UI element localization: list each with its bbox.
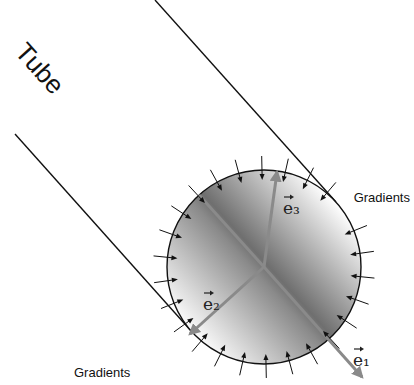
- gradient-arrowhead: [286, 351, 291, 357]
- gradient-arrowhead: [337, 315, 343, 320]
- axis-label: e₃: [283, 200, 300, 217]
- gradient-arrow: [174, 320, 191, 332]
- axis-label: e₁: [353, 352, 370, 369]
- gradient-arrowhead: [320, 195, 326, 201]
- gradient-arrowhead: [306, 343, 311, 349]
- axis-e1: [264, 267, 362, 377]
- gradient-arrow: [347, 225, 366, 233]
- axis-line: [199, 195, 264, 267]
- gradient-arrow: [235, 160, 240, 180]
- gradient-arrow: [322, 182, 336, 198]
- axis-e3: [264, 172, 277, 267]
- vector-arrowhead: [360, 347, 364, 352]
- gradient-arrow: [161, 301, 180, 309]
- vector-arrowhead: [290, 195, 294, 200]
- gradient-arrowhead: [177, 299, 183, 304]
- gradient-arrowhead: [323, 331, 329, 337]
- gradient-arrowhead: [171, 255, 177, 260]
- gradient-arrow: [214, 348, 223, 367]
- gradient-arrow: [154, 256, 175, 258]
- gradient-arrow: [287, 354, 292, 374]
- gradient-arrowhead: [350, 251, 356, 256]
- gradient-arrow: [240, 355, 245, 375]
- gradient-arrow: [171, 206, 189, 218]
- gradient-arrowhead: [345, 230, 351, 235]
- gradient-arrow: [284, 159, 289, 179]
- gradient-arrowhead: [346, 296, 352, 301]
- gradient-arrowhead: [217, 184, 222, 190]
- tube-wall: [15, 134, 192, 332]
- gradient-arrowhead: [176, 233, 182, 238]
- gradients-label: Gradients: [354, 191, 410, 204]
- gradient-arrowhead: [220, 345, 225, 351]
- gradient-arrowhead: [202, 333, 208, 339]
- sphere: [167, 170, 361, 364]
- axis-e2: [190, 267, 264, 334]
- vector-arrowhead: [210, 291, 214, 296]
- gradient-arrow: [189, 185, 203, 200]
- gradient-arrowhead: [172, 278, 178, 283]
- gradient-arrow: [304, 168, 313, 187]
- tube-label: Tube: [11, 38, 69, 99]
- gradient-arrowhead: [237, 177, 242, 183]
- gradient-arrow: [325, 333, 339, 348]
- gradient-arrow: [339, 317, 357, 329]
- gradient-arrow: [210, 170, 220, 188]
- gradient-arrow: [349, 297, 369, 304]
- gradient-arrow: [261, 156, 262, 177]
- gradient-arrowhead: [263, 354, 268, 360]
- axis-label: e₂: [203, 296, 220, 313]
- gradient-arrowhead: [303, 183, 308, 189]
- gradient-arrowhead: [199, 197, 205, 203]
- gradient-arrowhead: [241, 352, 246, 358]
- gradients-label: Gradients: [74, 366, 130, 379]
- gradient-arrowhead: [351, 274, 357, 279]
- gradient-arrow: [154, 280, 175, 283]
- gradient-arrow: [265, 357, 266, 378]
- gradient-arrow: [192, 336, 206, 352]
- gradient-arrowhead: [187, 318, 193, 324]
- gradient-arrowhead: [260, 174, 265, 180]
- gradient-arrow: [159, 230, 179, 237]
- gradient-arrow: [353, 251, 374, 254]
- gradient-arrow: [307, 346, 317, 364]
- gradient-arrow: [354, 276, 375, 278]
- gradient-arrowhead: [282, 176, 287, 182]
- gradient-arrowhead: [185, 214, 191, 219]
